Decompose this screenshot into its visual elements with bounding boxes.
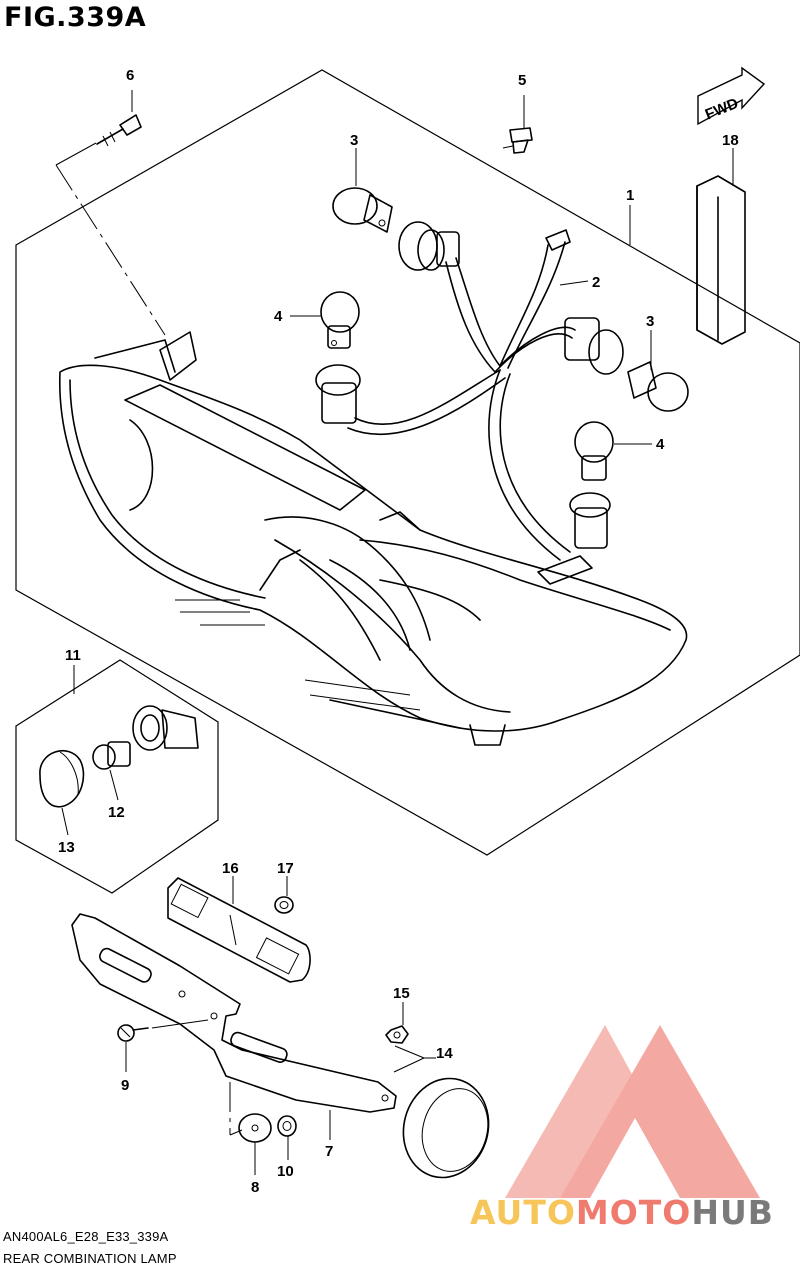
callout-labels: 6 5 3 18 1 2 4 3 4 11 12 13 16 17 15 14 … bbox=[58, 67, 739, 1196]
callout-15: 15 bbox=[393, 985, 410, 1002]
watermark-moto: MOTO bbox=[575, 1193, 692, 1232]
callout-3-right: 3 bbox=[646, 313, 654, 330]
watermark-text: AUTOMOTOHUB bbox=[470, 1193, 774, 1232]
screw bbox=[96, 114, 142, 147]
callout-4-left: 4 bbox=[274, 308, 283, 325]
reflector-grommet bbox=[274, 896, 294, 914]
clip bbox=[502, 127, 533, 154]
rear-combination-lamp-housing bbox=[58, 331, 688, 746]
figure-description: REAR COMBINATION LAMP bbox=[3, 1251, 177, 1266]
assembly-frame bbox=[15, 69, 800, 856]
callout-14: 14 bbox=[436, 1045, 453, 1062]
nut bbox=[277, 1115, 297, 1137]
watermark-auto: AUTO bbox=[470, 1193, 576, 1232]
reflector-nut bbox=[385, 1025, 409, 1044]
callout-6: 6 bbox=[126, 67, 134, 84]
callout-8: 8 bbox=[251, 1179, 259, 1196]
bulb-lower bbox=[574, 421, 614, 481]
bolt bbox=[117, 1024, 149, 1042]
figure-title: FIG.339A bbox=[4, 2, 147, 33]
callout-3-upper: 3 bbox=[350, 132, 358, 149]
callout-2: 2 bbox=[592, 274, 600, 291]
watermark-logo bbox=[505, 1025, 760, 1198]
rear-reflector bbox=[167, 877, 311, 983]
license-lens bbox=[39, 749, 85, 808]
callout-1: 1 bbox=[626, 187, 634, 204]
callout-17: 17 bbox=[277, 860, 294, 877]
model-code: AN400AL6_E28_E33_339A bbox=[3, 1229, 169, 1244]
washer bbox=[238, 1113, 272, 1143]
cushion-pad bbox=[696, 175, 746, 345]
callout-16: 16 bbox=[222, 860, 239, 877]
socket-right bbox=[564, 317, 624, 375]
socket-left bbox=[315, 364, 361, 424]
bulb-left bbox=[320, 291, 360, 349]
watermark-hub: HUB bbox=[691, 1193, 774, 1232]
callout-4-lower: 4 bbox=[656, 436, 665, 453]
license-lamp-frame bbox=[15, 659, 219, 894]
callout-18: 18 bbox=[722, 132, 739, 149]
license-socket bbox=[132, 705, 199, 751]
leader-lines bbox=[55, 90, 734, 1175]
socket-upper bbox=[398, 221, 460, 271]
callout-5: 5 bbox=[518, 72, 526, 89]
callout-7: 7 bbox=[325, 1143, 333, 1160]
callout-11: 11 bbox=[65, 647, 81, 664]
wiring-harness bbox=[347, 229, 576, 561]
callout-12: 12 bbox=[108, 804, 125, 821]
license-bulb bbox=[92, 741, 131, 770]
bracket bbox=[71, 913, 397, 1113]
round-reflector bbox=[402, 1077, 490, 1179]
socket-lower bbox=[537, 492, 611, 585]
callout-9: 9 bbox=[121, 1077, 129, 1094]
fwd-arrow-icon: FWD bbox=[697, 66, 766, 126]
callout-13: 13 bbox=[58, 839, 75, 856]
bulb-right bbox=[627, 361, 689, 412]
bulb-upper bbox=[332, 187, 393, 233]
callout-10: 10 bbox=[277, 1163, 294, 1180]
